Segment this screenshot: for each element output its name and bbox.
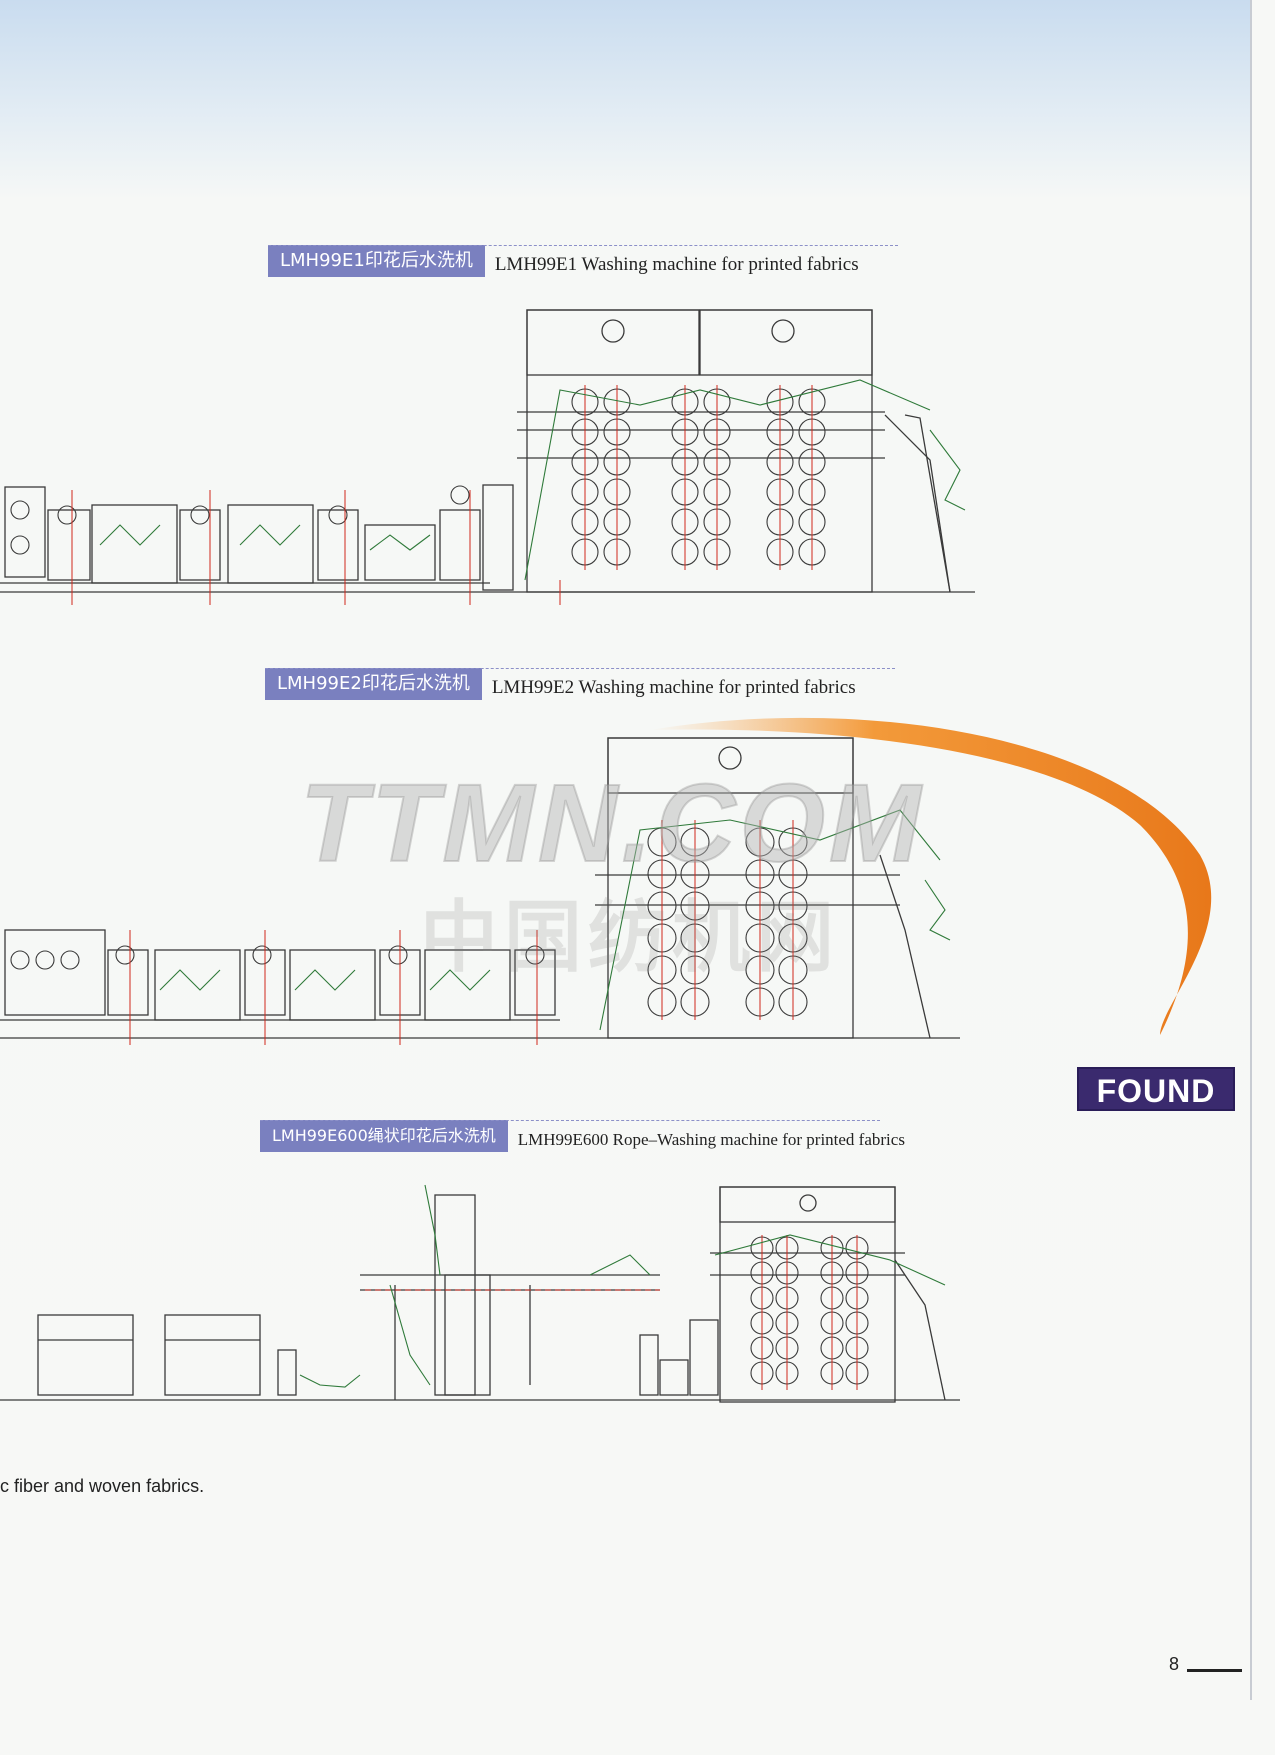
section-title-en: LMH99E1 Washing machine for printed fabr… (494, 254, 859, 275)
machine-diagram-3 (0, 1184, 960, 1403)
footer-text: c fiber and woven fabrics. (0, 1476, 205, 1496)
section-header-1: LMH99E1印花后水洗机 LMH99E1 Washing machine fo… (268, 245, 898, 277)
page: LMH99E1印花后水洗机 LMH99E1 Washing machine fo… (0, 0, 1252, 1700)
machine-diagram-2 (0, 737, 960, 1045)
watermark-text: TTMN.COM (299, 761, 925, 886)
section-header-3: LMH99E600绳状印花后水洗机 LMH99E600 Rope–Washing… (260, 1120, 905, 1152)
watermark-cn: 中国纺机网 (420, 893, 841, 983)
section-title-en: LMH99E600 Rope–Washing machine for print… (517, 1130, 905, 1149)
section-title-en: LMH99E2 Washing machine for printed fabr… (491, 677, 856, 698)
header-rule (268, 245, 898, 246)
section-title-zh: LMH99E1印花后水洗机 (268, 245, 485, 277)
found-logo: FOUND (1077, 1067, 1235, 1111)
machine-diagram-1 (0, 309, 975, 605)
section-title-zh: LMH99E2印花后水洗机 (265, 668, 482, 700)
page-rule (1187, 1669, 1242, 1672)
header-rule (265, 668, 895, 669)
section-header-2: LMH99E2印花后水洗机 LMH99E2 Washing machine fo… (265, 668, 895, 700)
page-number: 8 (1169, 1654, 1180, 1674)
section-title-zh: LMH99E600绳状印花后水洗机 (260, 1120, 508, 1152)
header-rule (260, 1120, 880, 1121)
